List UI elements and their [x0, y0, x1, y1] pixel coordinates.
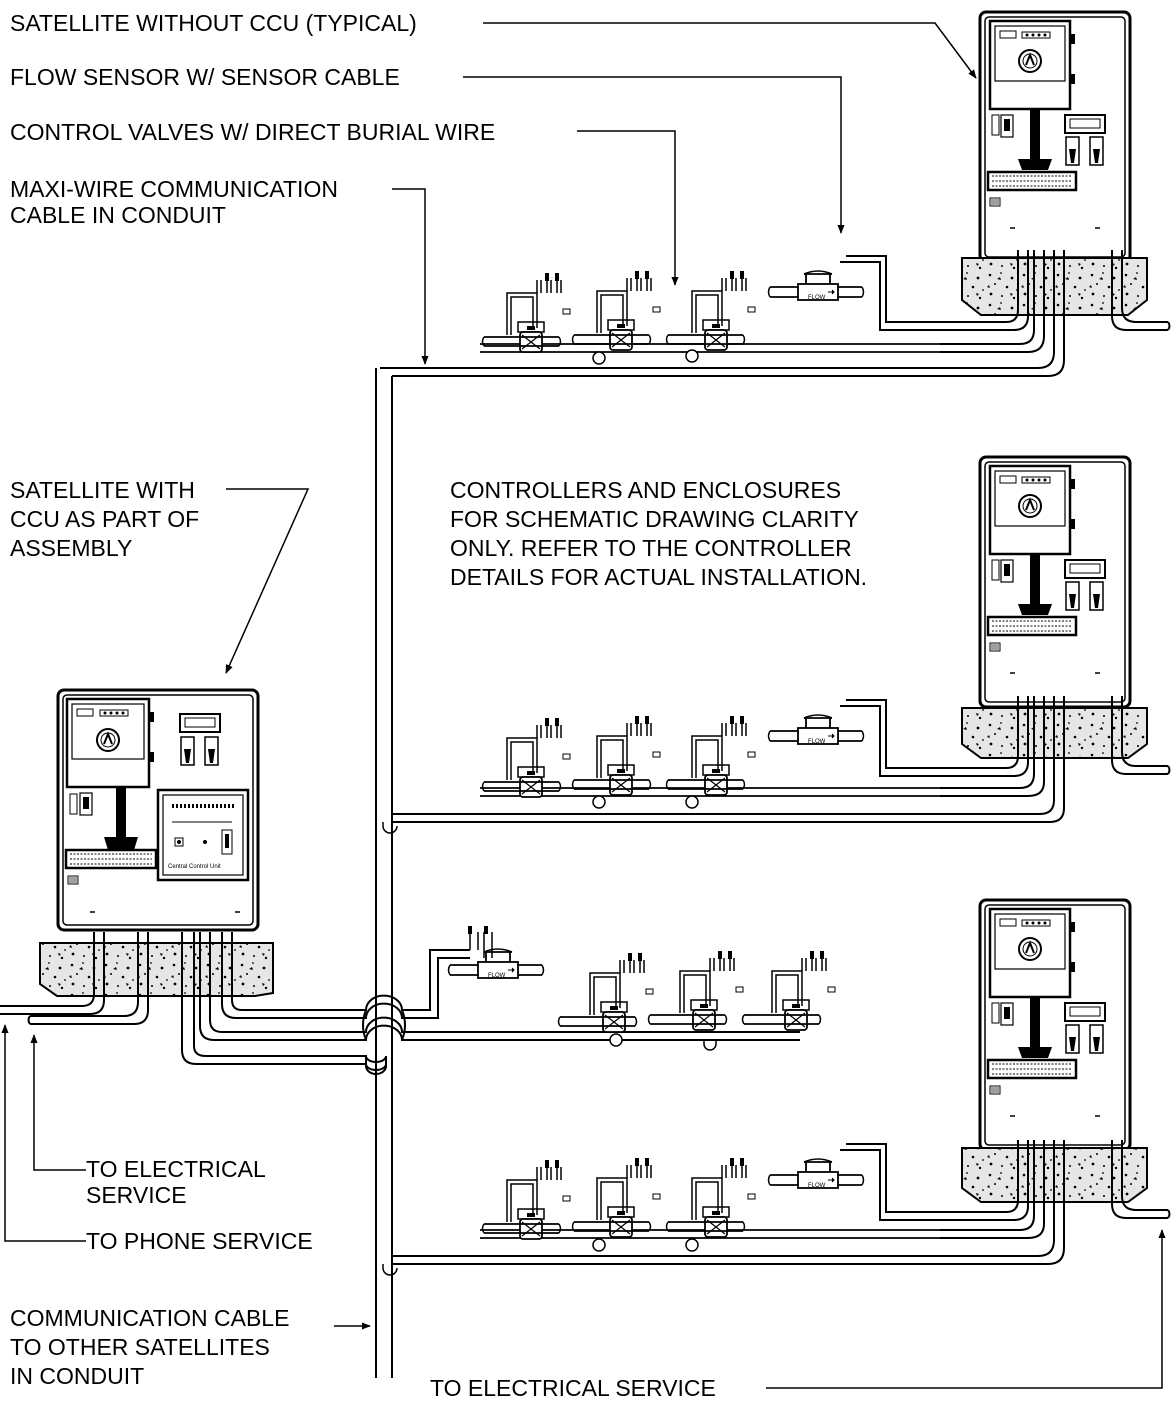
callout-communication-cable-line-3: IN CONDUIT	[10, 1363, 144, 1389]
leader-flow-sensor	[463, 76, 845, 234]
flow-label-left: FLOW	[488, 973, 506, 979]
left-service-wiring	[0, 932, 290, 1065]
callout-satellite-without-ccu: SATELLITE WITHOUT CCU (TYPICAL)	[10, 10, 417, 36]
bottom-zone-wiring	[392, 1140, 1171, 1265]
satellite-with-ccu: Central Control Unit	[56, 688, 260, 932]
callout-communication-cable-line-1: COMMUNICATION CABLE	[10, 1305, 289, 1331]
note-line-2: FOR SCHEMATIC DRAWING CLARITY	[450, 506, 859, 532]
callout-to-electrical-service-bottom: TO ELECTRICAL SERVICE	[430, 1375, 716, 1401]
callout-to-phone-service: TO PHONE SERVICE	[86, 1228, 313, 1254]
ccu-label: Central Control Unit	[168, 864, 221, 870]
control-valve-middle-3	[691, 715, 756, 796]
arrow-to-phone-service	[1, 1024, 86, 1242]
leader-control-valves	[577, 130, 679, 286]
control-valve-top-3	[691, 270, 756, 351]
leader-satellite-without-ccu	[483, 22, 977, 79]
callout-satellite-with-ccu-line-1: SATELLITE WITH	[10, 477, 195, 503]
callout-maxi-wire-line-2: CABLE IN CONDUIT	[10, 202, 226, 228]
arrow-to-electrical-service-bottom	[766, 1229, 1166, 1389]
callout-maxi-wire-line-1: MAXI-WIRE COMMUNICATION	[10, 176, 338, 202]
control-valve-left-3	[771, 950, 836, 1031]
satellite-controller-bottom	[978, 898, 1132, 1152]
callout-flow-sensor: FLOW SENSOR W/ SENSOR CABLE	[10, 64, 400, 90]
note-line-1: CONTROLLERS AND ENCLOSURES	[450, 477, 841, 503]
arrow-to-electrical-service-left	[30, 1034, 86, 1171]
middle-zone-wiring	[392, 696, 1171, 823]
callout-satellite-with-ccu-line-3: ASSEMBLY	[10, 535, 132, 561]
control-valve-left-1	[589, 952, 654, 1033]
pipe-left-3	[741, 1014, 822, 1025]
left-zone-equipment: FLOW	[447, 926, 836, 1051]
concrete-pad-left	[39, 942, 274, 997]
main-conduit	[375, 368, 393, 1378]
flow-label-top: FLOW	[808, 295, 826, 301]
leader-maxi-wire	[392, 188, 429, 365]
top-zone-wiring	[380, 250, 1171, 377]
control-valve-bottom-3	[691, 1157, 756, 1238]
note-line-4: DETAILS FOR ACTUAL INSTALLATION.	[450, 564, 867, 590]
leader-satellite-with-ccu	[225, 488, 310, 674]
flow-label-middle: FLOW	[808, 739, 826, 745]
control-valve-left-2	[679, 950, 744, 1031]
satellite-controller-middle	[978, 455, 1132, 709]
callout-communication-cable-line-2: TO OTHER SATELLITES	[10, 1334, 270, 1360]
callout-control-valves: CONTROL VALVES W/ DIRECT BURIAL WIRE	[10, 119, 495, 145]
callout-satellite-with-ccu-line-2: CCU AS PART OF	[10, 506, 199, 532]
flow-label-bottom: FLOW	[808, 1183, 826, 1189]
conduit-crossings	[290, 949, 800, 1075]
callout-to-electrical-line-2: SERVICE	[86, 1182, 187, 1208]
satellite-controller-top	[978, 10, 1132, 264]
note-line-3: ONLY. REFER TO THE CONTROLLER	[450, 535, 852, 561]
callout-to-electrical-line-1: TO ELECTRICAL	[86, 1156, 266, 1182]
